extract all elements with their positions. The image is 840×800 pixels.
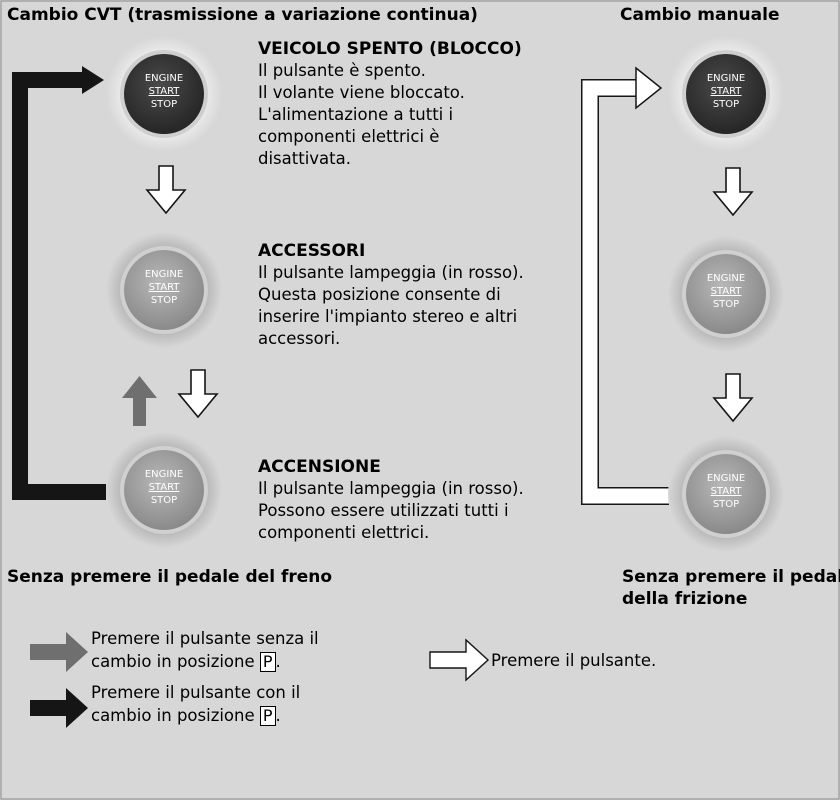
down-arrow-4 bbox=[712, 373, 754, 423]
cvt-condition-note: Senza premere il pedale del freno bbox=[7, 567, 333, 587]
legend-arrow-black bbox=[30, 688, 88, 728]
legend-gray-line1: Premere il pulsante senza il bbox=[91, 629, 319, 648]
state-off-line: disattivata. bbox=[258, 149, 351, 168]
manual-engine-button-off: ENGINE START STOP bbox=[666, 34, 786, 154]
legend-white-text: Premere il pulsante. bbox=[491, 651, 657, 670]
state-on-line: Possono essere utilizzati tutti i bbox=[258, 501, 509, 520]
state-off-line: L'alimentazione a tutti i bbox=[258, 105, 454, 124]
gear-p-box: P bbox=[259, 706, 276, 726]
state-on-line: componenti elettrici. bbox=[258, 523, 430, 542]
state-accessory-line: Il pulsante lampeggia (in rosso). bbox=[258, 263, 524, 282]
engine-button-off: ENGINE START STOP bbox=[104, 34, 224, 154]
down-arrow-2 bbox=[177, 369, 219, 419]
legend-arrow-gray bbox=[30, 632, 88, 672]
state-accessory-line: Questa posizione consente di bbox=[258, 285, 501, 304]
cycle-arrow-white bbox=[582, 80, 670, 504]
legend-black-line2: cambio in posizione P. bbox=[91, 706, 281, 726]
state-on-heading: ACCENSIONE bbox=[258, 457, 381, 477]
cycle-arrowhead-black bbox=[82, 66, 104, 94]
engine-button-accessory: ENGINE START STOP bbox=[104, 230, 224, 350]
up-arrow-gray bbox=[122, 376, 157, 426]
manual-engine-button-on: ENGINE START STOP bbox=[666, 434, 786, 554]
state-off-line: Il volante viene bloccato. bbox=[258, 83, 465, 102]
state-on-line: Il pulsante lampeggia (in rosso). bbox=[258, 479, 524, 498]
state-off-heading: VEICOLO SPENTO (BLOCCO) bbox=[258, 39, 522, 59]
down-arrow-3 bbox=[712, 167, 754, 217]
manual-condition-note-line2: della frizione bbox=[622, 589, 748, 609]
legend-arrow-white bbox=[429, 638, 490, 682]
gear-p-box: P bbox=[259, 652, 276, 672]
manual-engine-button-accessory: ENGINE START STOP bbox=[666, 234, 786, 354]
legend-black-line1: Premere il pulsante con il bbox=[91, 683, 301, 702]
title-cvt: Cambio CVT (trasmissione a variazione co… bbox=[7, 5, 478, 25]
manual-condition-note-line1: Senza premere il pedale bbox=[622, 567, 840, 587]
legend-gray-line2: cambio in posizione P. bbox=[91, 652, 281, 672]
down-arrow-1 bbox=[145, 165, 187, 215]
state-accessory-line: accessori. bbox=[258, 329, 341, 348]
cycle-arrowhead-white bbox=[635, 66, 663, 110]
state-accessory-line: inserire l'impianto stereo e altri bbox=[258, 307, 518, 326]
cycle-arrow-black bbox=[12, 72, 106, 500]
engine-button-on: ENGINE START STOP bbox=[104, 430, 224, 550]
state-off-line: Il pulsante è spento. bbox=[258, 61, 426, 80]
title-manual: Cambio manuale bbox=[620, 5, 780, 25]
state-accessory-heading: ACCESSORI bbox=[258, 241, 366, 261]
state-off-line: componenti elettrici è bbox=[258, 127, 440, 146]
